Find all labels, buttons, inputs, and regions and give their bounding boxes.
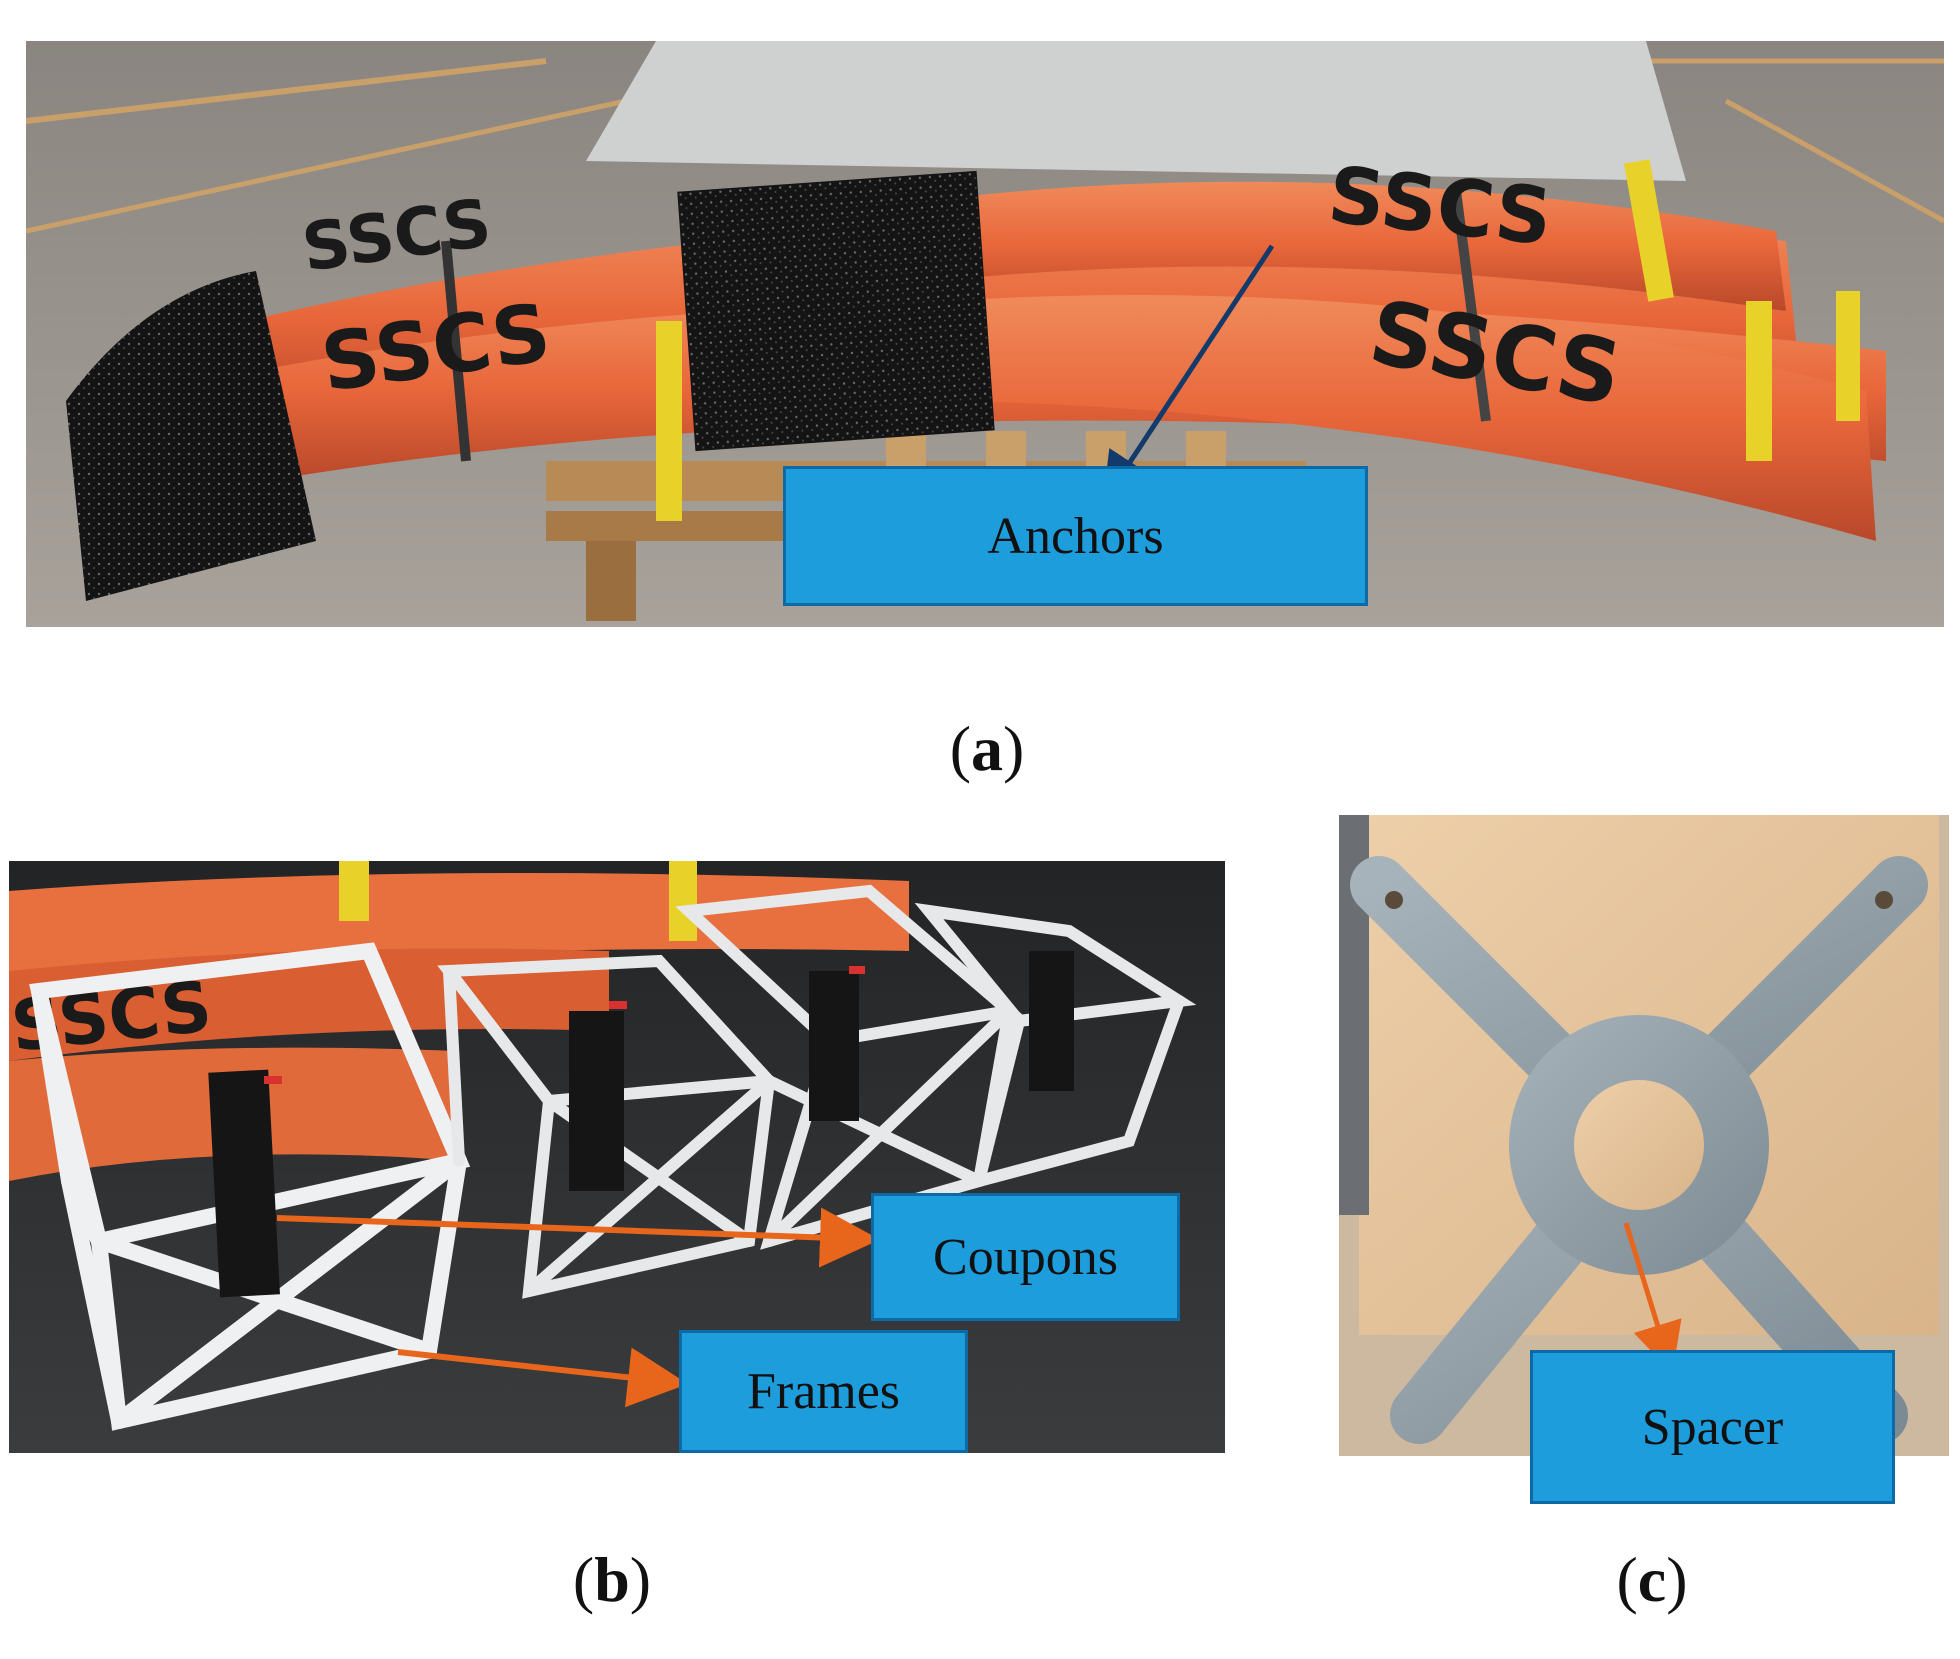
- label-frames: Frames: [679, 1330, 968, 1453]
- frames-photo-illustration: SSCS: [9, 861, 1225, 1453]
- label-anchors: Anchors: [783, 466, 1368, 606]
- label-coupons-text: Coupons: [933, 1228, 1118, 1286]
- label-spacer-text: Spacer: [1641, 1398, 1784, 1456]
- label-spacer: Spacer: [1530, 1350, 1895, 1504]
- coupons: [208, 951, 1074, 1298]
- coupon-markers: [264, 966, 865, 1084]
- caption-b-letter: b: [594, 1544, 630, 1615]
- metal-sheet: [586, 41, 1686, 181]
- caption-c: (c): [1616, 1544, 1688, 1615]
- caption-c-letter: c: [1637, 1544, 1667, 1615]
- label-coupons: Coupons: [871, 1193, 1180, 1321]
- caption-b: (b): [572, 1544, 652, 1615]
- white-frames-back: [437, 884, 1197, 1299]
- caption-a-letter: a: [971, 713, 1003, 784]
- white-frames: [29, 942, 471, 1431]
- photo-frames-coupons: SSCS: [9, 861, 1225, 1453]
- label-anchors-text: Anchors: [987, 507, 1164, 565]
- label-frames-text: Frames: [746, 1363, 901, 1420]
- caption-a: (a): [949, 713, 1025, 784]
